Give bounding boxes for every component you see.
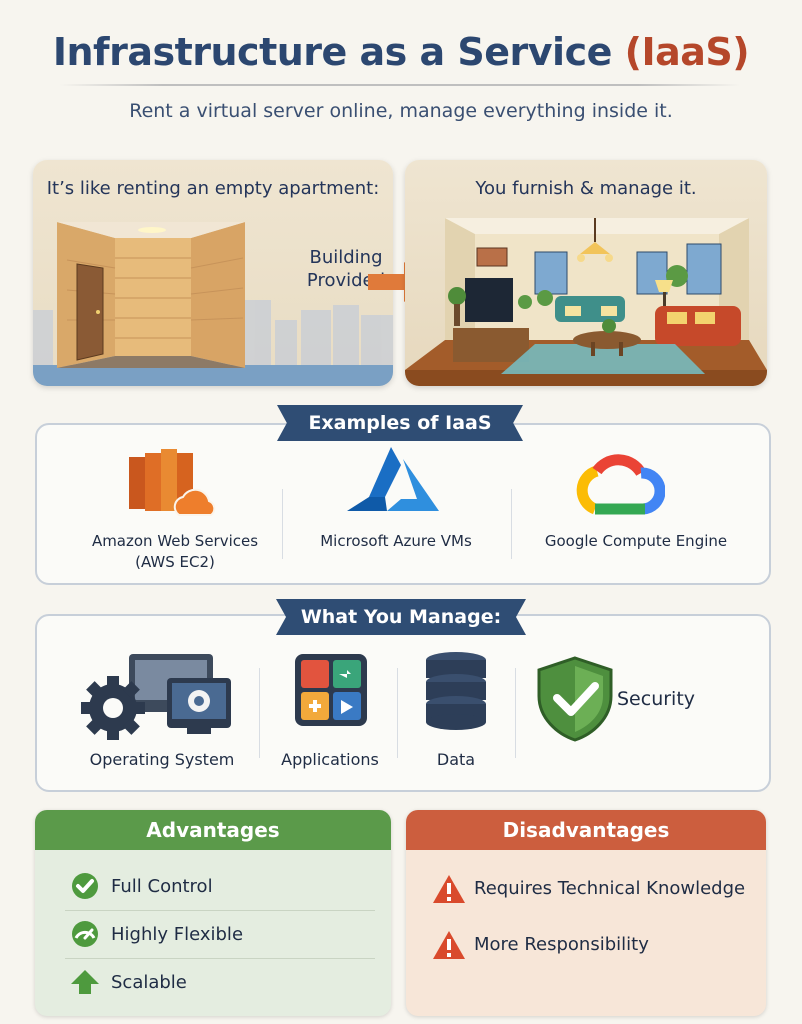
warning-icon bbox=[433, 875, 465, 903]
title-main: Infrastructure as a Service bbox=[52, 30, 613, 74]
empty-apartment-panel: It’s like renting an empty apartment: bbox=[33, 160, 393, 386]
disadvantages-box: Disadvantages Requires Technical Knowled… bbox=[406, 810, 766, 1016]
building-label-line2: Provided bbox=[306, 270, 386, 291]
warning-icon bbox=[433, 931, 465, 959]
advantage-label: Full Control bbox=[111, 876, 213, 897]
empty-apartment-caption: It’s like renting an empty apartment: bbox=[46, 178, 380, 199]
divider bbox=[511, 489, 512, 559]
example-aws-line1: Amazon Web Services bbox=[91, 532, 259, 550]
up-arrow-icon bbox=[71, 970, 99, 994]
furnished-room-illustration bbox=[405, 218, 767, 386]
divider bbox=[397, 668, 398, 758]
title-accent: (IaaS) bbox=[624, 30, 750, 74]
empty-room-illustration bbox=[33, 222, 393, 386]
page-subtitle: Rent a virtual server online, manage eve… bbox=[129, 100, 673, 122]
building-label-line1: Building bbox=[309, 247, 383, 268]
divider bbox=[65, 910, 375, 911]
manage-ribbon: What You Manage: bbox=[276, 599, 526, 635]
shield-check-icon bbox=[537, 656, 613, 742]
furnished-apartment-caption: You furnish & manage it. bbox=[475, 178, 697, 199]
google-cloud-icon bbox=[576, 454, 665, 515]
examples-ribbon: Examples of IaaS bbox=[277, 405, 523, 441]
database-icon bbox=[426, 652, 486, 730]
manage-label-security: Security bbox=[617, 688, 696, 710]
example-label-azure: Microsoft Azure VMs bbox=[293, 531, 499, 552]
title-divider bbox=[60, 84, 740, 86]
advantages-box: Advantages Full Control Highly Flexible … bbox=[35, 810, 391, 1016]
disadvantages-title: Disadvantages bbox=[406, 810, 766, 850]
manage-label-data: Data bbox=[436, 750, 476, 769]
manage-label-os: Operating System bbox=[89, 750, 235, 769]
gear-monitor-icon bbox=[81, 654, 231, 740]
azure-icon bbox=[347, 447, 439, 511]
example-label-google: Google Compute Engine bbox=[521, 531, 751, 552]
advantage-label: Highly Flexible bbox=[111, 924, 244, 945]
example-google-line1: Google Compute Engine bbox=[544, 532, 728, 550]
divider bbox=[515, 668, 516, 758]
manage-section: Operating System Applications Data Secur… bbox=[35, 614, 771, 792]
furnished-apartment-panel: You furnish & manage it. bbox=[405, 160, 767, 386]
example-label-aws: Amazon Web Services (AWS EC2) bbox=[75, 531, 275, 573]
page-title: Infrastructure as a Service (IaaS) bbox=[0, 30, 802, 74]
divider bbox=[259, 668, 260, 758]
building-provided-label: Building Provided bbox=[301, 246, 391, 292]
examples-section: Amazon Web Services (AWS EC2) Microsoft … bbox=[35, 423, 771, 585]
disadvantage-label: Requires Technical Knowledge bbox=[474, 878, 746, 899]
manage-label-applications: Applications bbox=[281, 750, 379, 769]
disadvantage-label: More Responsibility bbox=[474, 934, 649, 955]
apps-tile-icon bbox=[295, 654, 367, 726]
example-azure-line1: Microsoft Azure VMs bbox=[320, 532, 472, 550]
divider bbox=[65, 958, 375, 959]
gauge-icon bbox=[72, 921, 98, 947]
divider bbox=[282, 489, 283, 559]
aws-icon bbox=[129, 449, 216, 516]
check-circle-icon bbox=[72, 873, 98, 899]
advantages-title: Advantages bbox=[35, 810, 391, 850]
advantage-label: Scalable bbox=[111, 972, 187, 993]
example-aws-line2: (AWS EC2) bbox=[135, 553, 215, 571]
